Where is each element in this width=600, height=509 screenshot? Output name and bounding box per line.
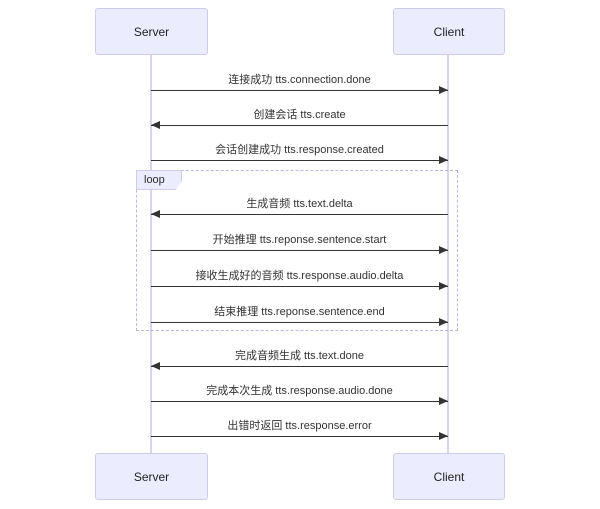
message-arrow	[151, 246, 448, 254]
message-label: 创建会话 tts.create	[253, 109, 346, 121]
message-label: 完成本次生成 tts.response.audio.done	[206, 385, 393, 397]
lifeline-server	[150, 55, 152, 453]
message-sentence-end: 结束推理 tts.reponse.sentence.end	[151, 305, 448, 326]
message-arrow	[151, 210, 448, 218]
message-label: 出错时返回 tts.response.error	[227, 420, 372, 432]
message-label: 接收生成好的音频 tts.response.audio.delta	[195, 270, 404, 282]
arrowhead-left-icon	[151, 362, 160, 370]
message-arrow	[151, 318, 448, 326]
message-label: 连接成功 tts.connection.done	[228, 74, 371, 86]
actor-server-top-label: Server	[133, 24, 170, 39]
actor-client-top: Client	[393, 8, 505, 55]
actor-client-top-label: Client	[433, 24, 465, 39]
message-label: 结束推理 tts.reponse.sentence.end	[214, 306, 385, 318]
message-arrow	[151, 86, 448, 94]
actor-server-top: Server	[95, 8, 208, 55]
message-arrow	[151, 282, 448, 290]
message-audio-done: 完成本次生成 tts.response.audio.done	[151, 384, 448, 405]
message-audio-delta: 接收生成好的音频 tts.response.audio.delta	[151, 269, 448, 290]
arrowhead-right-icon	[439, 397, 448, 405]
arrowhead-right-icon	[439, 246, 448, 254]
message-arrow	[151, 362, 448, 370]
message-label: 生成音频 tts.text.delta	[246, 198, 353, 210]
loop-frame: loop	[136, 170, 458, 331]
message-text-done: 完成音频生成 tts.text.done	[151, 349, 448, 370]
message-connection-done: 连接成功 tts.connection.done	[151, 73, 448, 94]
arrowhead-left-icon	[151, 121, 160, 129]
message-response-created: 会话创建成功 tts.response.created	[151, 143, 448, 164]
message-label: 完成音频生成 tts.text.done	[235, 350, 364, 362]
loop-label: loop	[136, 170, 182, 190]
arrowhead-right-icon	[439, 318, 448, 326]
arrowhead-right-icon	[439, 432, 448, 440]
actor-server-bottom-label: Server	[133, 469, 170, 484]
actor-client-bottom-label: Client	[433, 469, 465, 484]
message-arrow	[151, 121, 448, 129]
arrowhead-left-icon	[151, 210, 160, 218]
actor-server-bottom: Server	[95, 453, 208, 500]
message-create: 创建会话 tts.create	[151, 108, 448, 129]
message-sentence-start: 开始推理 tts.reponse.sentence.start	[151, 233, 448, 254]
message-response-error: 出错时返回 tts.response.error	[151, 419, 448, 440]
message-label: 开始推理 tts.reponse.sentence.start	[212, 234, 387, 246]
arrowhead-right-icon	[439, 86, 448, 94]
message-arrow	[151, 156, 448, 164]
arrowhead-right-icon	[439, 282, 448, 290]
message-text-delta: 生成音频 tts.text.delta	[151, 197, 448, 218]
message-label: 会话创建成功 tts.response.created	[215, 144, 384, 156]
lifeline-client	[447, 55, 449, 453]
message-arrow	[151, 397, 448, 405]
message-arrow	[151, 432, 448, 440]
arrowhead-right-icon	[439, 156, 448, 164]
actor-client-bottom: Client	[393, 453, 505, 500]
